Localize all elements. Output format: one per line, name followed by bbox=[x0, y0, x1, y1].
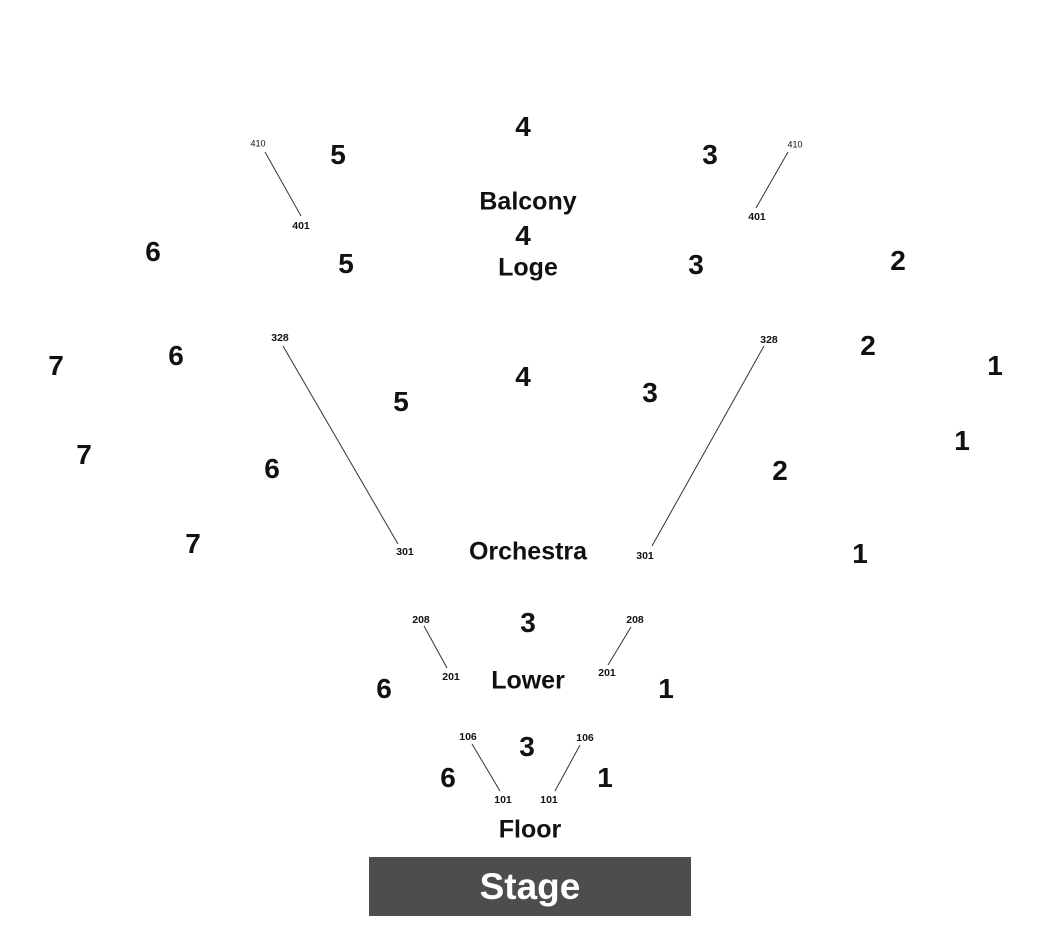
balcony-left-range-line bbox=[264, 151, 302, 217]
loge-section-5[interactable]: 5 bbox=[338, 248, 354, 279]
floor-left-row-start: 106 bbox=[459, 730, 477, 743]
stage-label: Stage bbox=[479, 865, 581, 907]
floor-right-range-line bbox=[554, 744, 581, 792]
orchestra-section-6a[interactable]: 6 bbox=[168, 340, 184, 371]
orchestra-section-2a[interactable]: 2 bbox=[860, 330, 876, 361]
orchestra-section-1b[interactable]: 1 bbox=[954, 425, 970, 456]
balcony-left-row-end: 401 bbox=[292, 219, 310, 232]
lower-right-range-line bbox=[607, 626, 632, 666]
floor-right-row-start: 106 bbox=[576, 731, 594, 744]
lower-left-range-line bbox=[423, 625, 448, 669]
lower-left-row-end: 201 bbox=[442, 670, 460, 683]
orchestra-right-range-line bbox=[651, 345, 765, 547]
floor-section-3[interactable]: 3 bbox=[519, 731, 535, 762]
loge-section-3[interactable]: 3 bbox=[688, 249, 704, 280]
stage: Stage bbox=[369, 857, 691, 916]
orchestra-right-row-end: 301 bbox=[636, 549, 654, 562]
balcony-right-row-end: 401 bbox=[748, 210, 766, 223]
balcony-left-row-start: 410 bbox=[250, 138, 266, 149]
orchestra-section-2b[interactable]: 2 bbox=[772, 455, 788, 486]
orchestra-left-range-line bbox=[282, 345, 399, 545]
lower-section-3[interactable]: 3 bbox=[520, 607, 536, 638]
floor-section-1[interactable]: 1 bbox=[597, 762, 613, 793]
orchestra-left-row-end: 301 bbox=[396, 545, 414, 558]
balcony-section-4[interactable]: 4 bbox=[515, 111, 531, 142]
orchestra-section-6b[interactable]: 6 bbox=[264, 453, 280, 484]
orchestra-right-row-start: 328 bbox=[760, 333, 778, 346]
loge-level-label: Loge bbox=[498, 253, 558, 282]
lower-right-row-end: 201 bbox=[598, 666, 616, 679]
orchestra-section-1c[interactable]: 1 bbox=[852, 538, 868, 569]
balcony-right-row-start: 410 bbox=[787, 139, 803, 150]
loge-section-2[interactable]: 2 bbox=[890, 245, 906, 276]
lower-right-row-start: 208 bbox=[626, 613, 644, 626]
orchestra-section-7b[interactable]: 7 bbox=[76, 439, 92, 470]
floor-level-label: Floor bbox=[498, 815, 562, 844]
balcony-right-range-line bbox=[755, 151, 789, 209]
loge-section-6[interactable]: 6 bbox=[145, 236, 161, 267]
orchestra-section-1a[interactable]: 1 bbox=[987, 350, 1003, 381]
orchestra-left-row-start: 328 bbox=[271, 331, 289, 344]
orchestra-section-7a[interactable]: 7 bbox=[48, 350, 64, 381]
lower-left-row-start: 208 bbox=[412, 613, 430, 626]
balcony-section-3[interactable]: 3 bbox=[702, 139, 718, 170]
balcony-level-label: Balcony bbox=[479, 187, 577, 216]
lower-section-6[interactable]: 6 bbox=[376, 673, 392, 704]
orchestra-section-7c[interactable]: 7 bbox=[185, 528, 201, 559]
balcony-section-5[interactable]: 5 bbox=[330, 139, 346, 170]
orchestra-section-5[interactable]: 5 bbox=[393, 386, 409, 417]
floor-section-6[interactable]: 6 bbox=[440, 762, 456, 793]
floor-left-row-end: 101 bbox=[494, 793, 512, 806]
orchestra-level-label: Orchestra bbox=[468, 537, 588, 566]
orchestra-section-3[interactable]: 3 bbox=[642, 377, 658, 408]
lower-section-1[interactable]: 1 bbox=[658, 673, 674, 704]
loge-section-4[interactable]: 4 bbox=[515, 220, 531, 251]
orchestra-section-4[interactable]: 4 bbox=[515, 361, 531, 392]
floor-left-range-line bbox=[471, 743, 501, 792]
floor-right-row-end: 101 bbox=[540, 793, 558, 806]
lower-level-label: Lower bbox=[491, 666, 565, 695]
